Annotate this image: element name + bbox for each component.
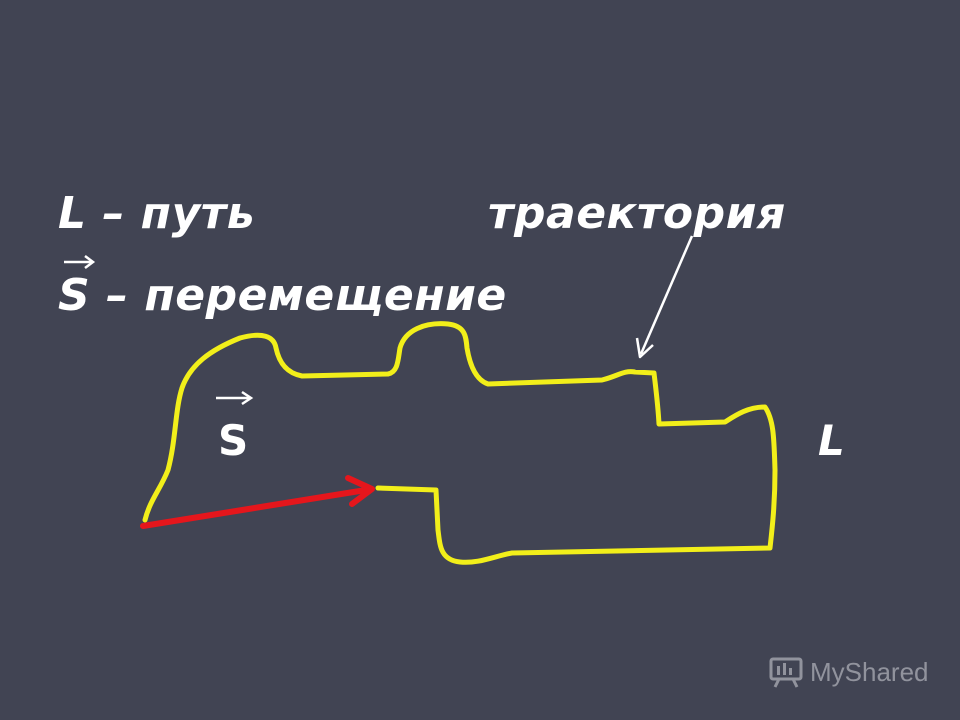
presentation-board-icon: [769, 657, 803, 688]
displacement-arrow-head: [345, 475, 375, 507]
watermark-text: MyShared: [810, 656, 929, 687]
path-definition-label: L – путь: [58, 188, 256, 239]
displacement-symbol: S: [218, 416, 249, 465]
trajectory-label: траектория: [488, 188, 786, 239]
trajectory-pointer-head: [635, 337, 654, 359]
displacement-definition-label: S – перемещение: [58, 270, 507, 321]
displacement-arrow-shaft: [140, 487, 369, 529]
trajectory-pointer-shaft: [639, 235, 694, 355]
vector-arrow-s-head: [241, 390, 254, 406]
watermark: MyShared: [768, 656, 929, 688]
path-symbol: L: [818, 416, 846, 465]
vector-arrow-label-head: [84, 255, 96, 269]
trajectory-curve: [142, 321, 778, 565]
